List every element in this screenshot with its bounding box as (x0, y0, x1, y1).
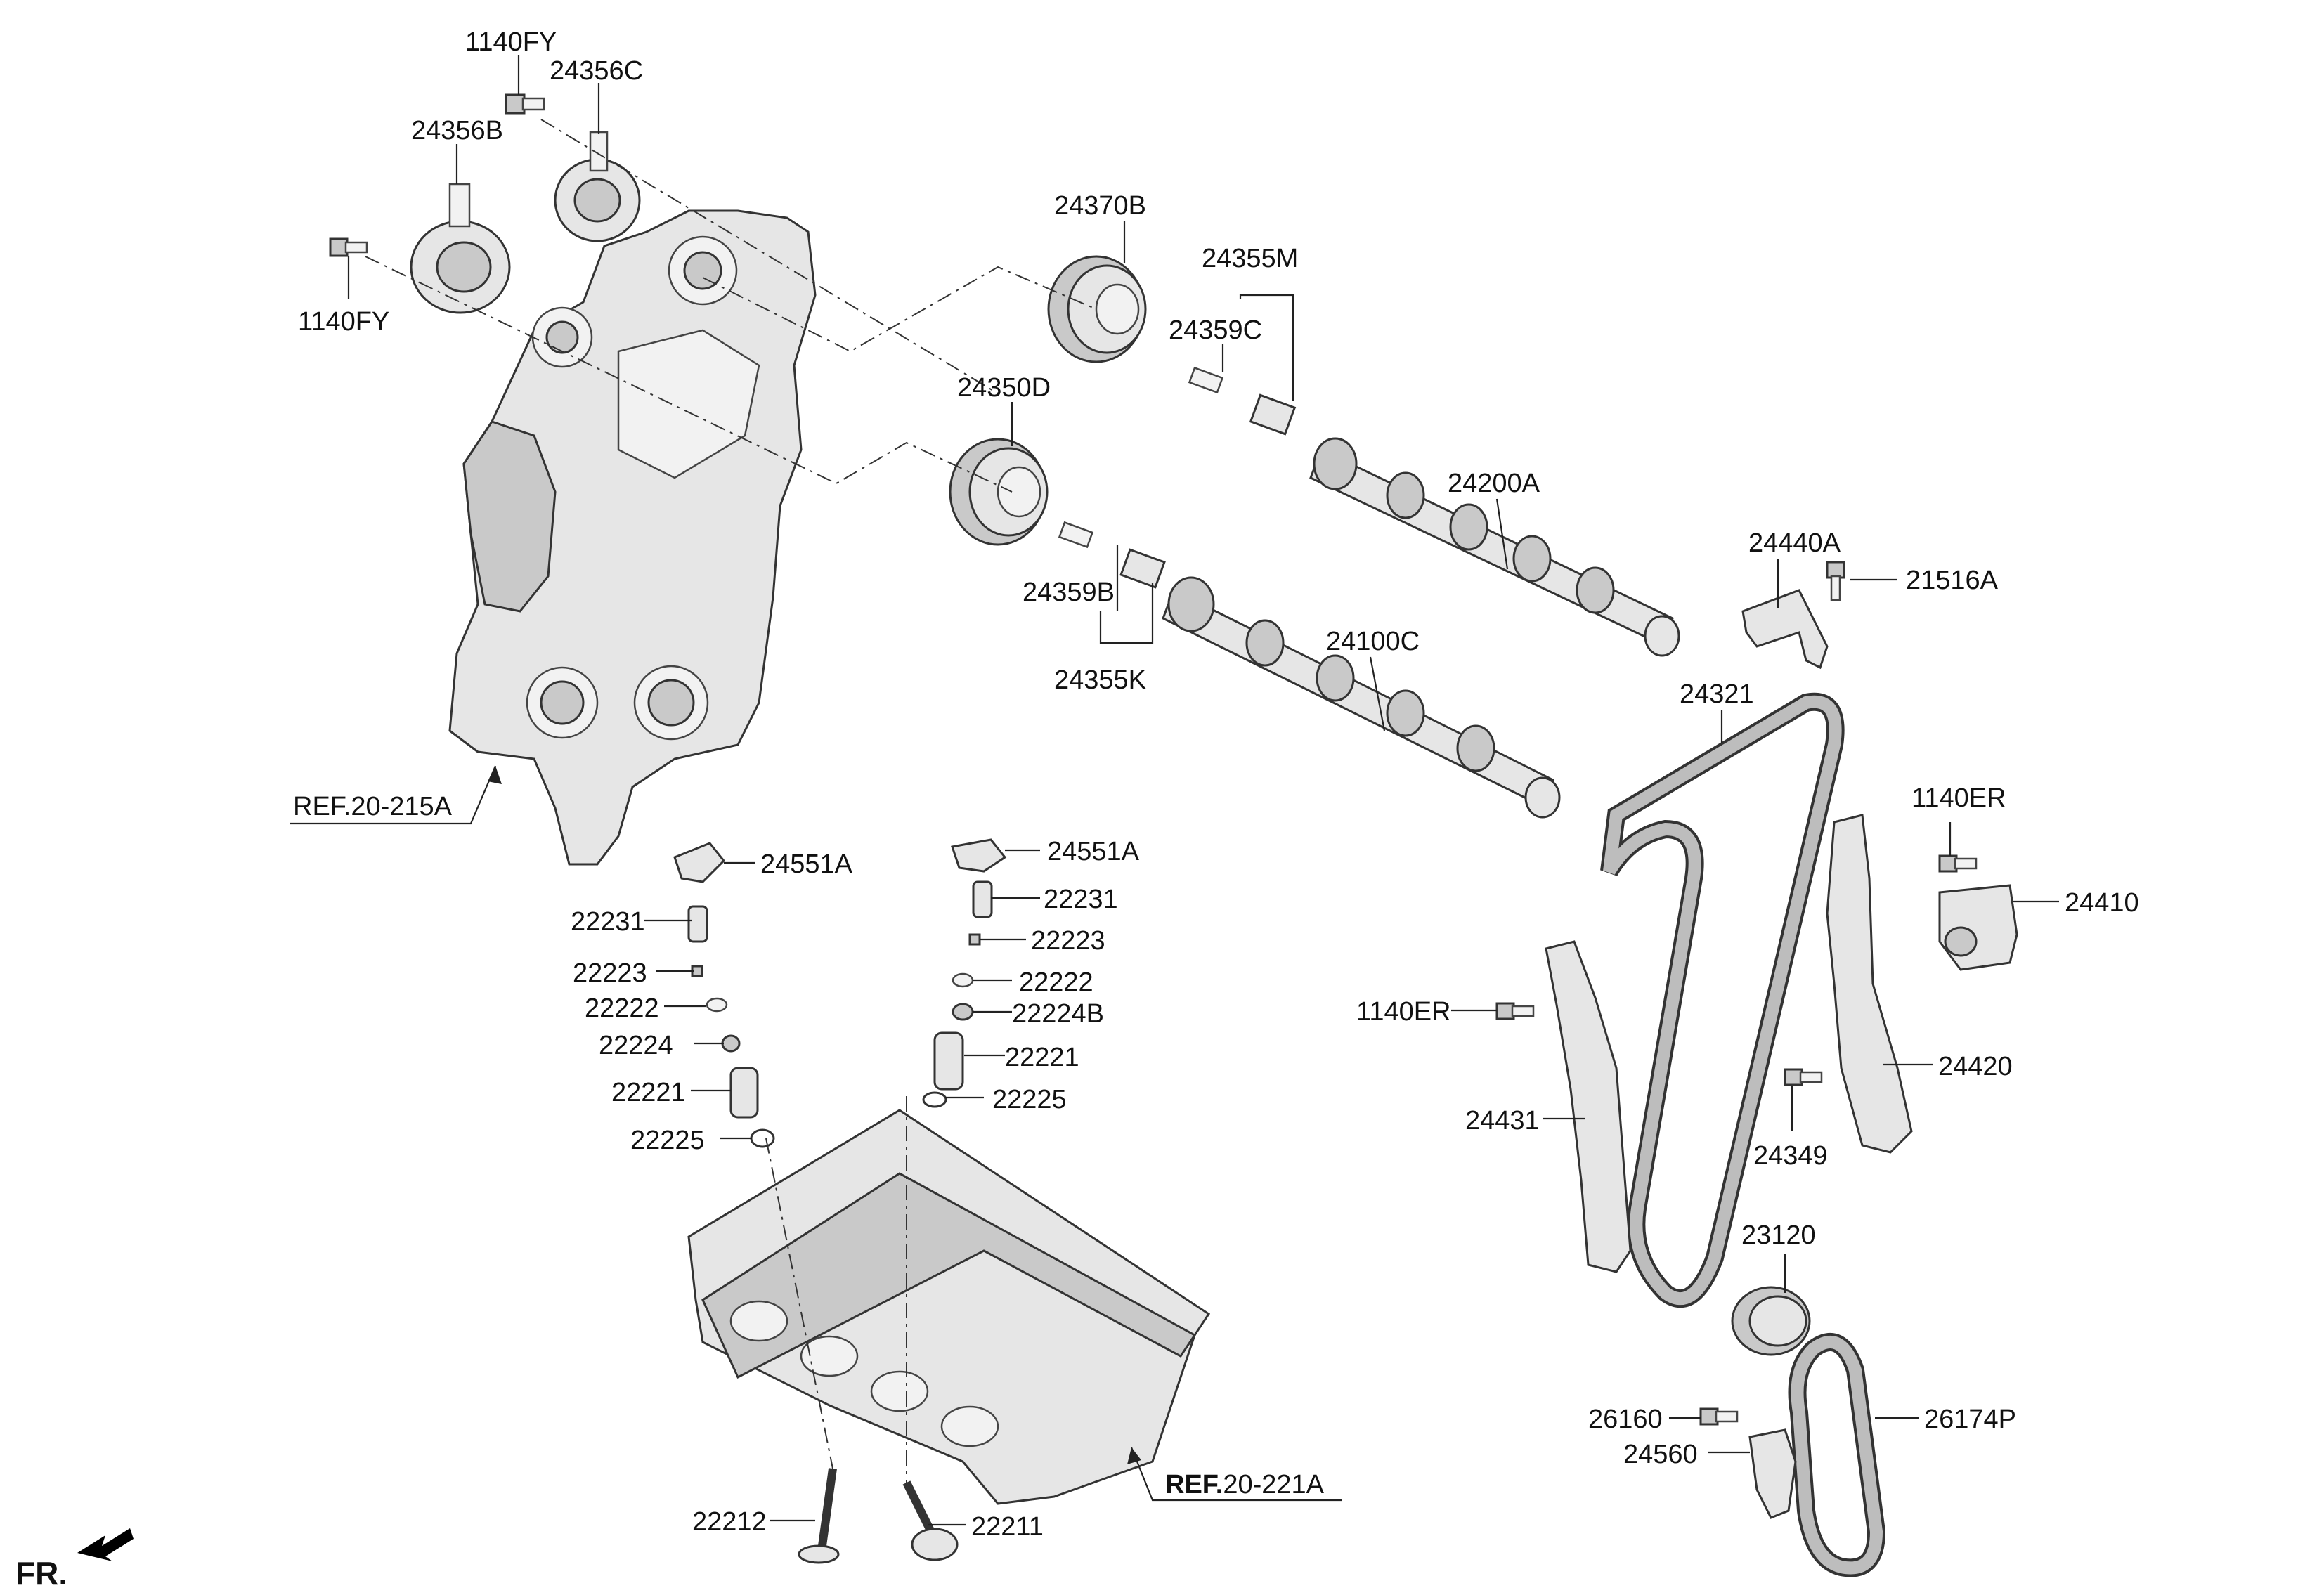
label-22221-right: 22221 (1005, 1043, 1079, 1072)
label-24321: 24321 (1680, 679, 1754, 709)
bolt-24355m (1249, 393, 1297, 436)
label-24350d: 24350D (957, 373, 1051, 403)
tensioner-24410 (1938, 884, 2018, 971)
label-24349: 24349 (1753, 1141, 1828, 1171)
label-1140fy-left: 1140FY (298, 307, 389, 337)
cylinder-head (687, 1109, 1211, 1505)
label-24356b: 24356B (411, 116, 503, 145)
lash-adjuster-22231-right (972, 880, 993, 918)
centerline-ocv-b (365, 256, 1013, 493)
label-24560: 24560 (1623, 1440, 1698, 1469)
timing-chain-24321 (1600, 692, 1845, 1308)
label-22231-right: 22231 (1044, 885, 1118, 914)
ref-front-cover-arrow-icon (488, 766, 502, 784)
exhaust-valve-22212 (798, 1468, 840, 1564)
o-ring-22225-left (750, 1128, 775, 1148)
label-24100c: 24100C (1326, 627, 1420, 656)
valve-retainer-22222-left (706, 997, 728, 1013)
timing-chain-cover (448, 209, 817, 866)
label-26174p: 26174P (1924, 1405, 2016, 1434)
bolt-1140fy-left (329, 237, 368, 257)
label-24359b: 24359B (1023, 578, 1115, 607)
label-22224b: 22224B (1012, 999, 1104, 1029)
label-22225-right: 22225 (992, 1085, 1067, 1114)
ref-head-number: 20-221A (1223, 1470, 1324, 1499)
label-22222-right: 22222 (1019, 968, 1093, 997)
exhaust-camshaft-24200a (1309, 437, 1680, 657)
ref-head-bold: REF. (1165, 1470, 1223, 1499)
label-24440a: 24440A (1748, 528, 1841, 558)
centerline-cvvt-b (702, 266, 1097, 353)
front-indicator: FR. (15, 1555, 67, 1588)
valve-seal-22224b (952, 1003, 974, 1021)
label-22231-left: 22231 (571, 907, 645, 937)
label-24355k: 24355K (1054, 665, 1146, 695)
label-24420: 24420 (1938, 1052, 2013, 1081)
oil-pump-tensioner-24560 (1748, 1428, 1797, 1519)
label-22211: 22211 (971, 1512, 1044, 1542)
label-23120: 23120 (1741, 1221, 1816, 1250)
tensioner-arm-24420 (1826, 814, 1913, 1154)
label-24370b: 24370B (1054, 191, 1146, 221)
oil-control-valve-24356c (554, 131, 641, 242)
bolt-21516a (1826, 561, 1845, 601)
centerline-ocv-c (540, 119, 999, 394)
rocker-arm-24551a-left (673, 842, 726, 883)
label-24410: 24410 (2065, 888, 2139, 918)
oil-control-valve-24356b (410, 183, 511, 314)
valve-spring-22221-right (933, 1031, 964, 1091)
valve-spring-22221-left (729, 1067, 759, 1119)
label-22223-right: 22223 (1031, 926, 1105, 956)
bolt-24359b (1058, 521, 1094, 549)
label-22225-left: 22225 (630, 1126, 705, 1155)
bolt-24359c (1188, 366, 1224, 394)
label-24200a: 24200A (1448, 469, 1540, 498)
cvvt-sprocket-24350d (949, 438, 1049, 546)
ref-head: REF.20-221A (1165, 1470, 1325, 1499)
chain-guide-24431 (1545, 940, 1632, 1273)
oil-pump-chain-26174p (1788, 1333, 1886, 1577)
crankshaft-sprocket-23120 (1731, 1286, 1811, 1356)
valve-retainer-22222-right (952, 972, 974, 988)
ref-front-cover: REF.20-215A (293, 792, 453, 821)
intake-valve-22211 (902, 1480, 959, 1561)
bolt-24355k (1119, 548, 1166, 589)
leader-lines (290, 55, 2059, 1526)
label-1140er-right: 1140ER (1911, 783, 2006, 813)
cvvt-sprocket-24370b (1047, 255, 1147, 363)
intake-camshaft-24100c (1162, 576, 1561, 819)
o-ring-22225-right (922, 1091, 947, 1108)
lash-adjuster-22231-left (687, 905, 708, 943)
centerline-valve-22212 (765, 1138, 833, 1469)
front-arrow-icon (77, 1528, 134, 1561)
bolt-26160 (1699, 1407, 1739, 1426)
label-24431: 24431 (1465, 1106, 1540, 1135)
bracket-24440a (1741, 589, 1829, 670)
label-22224: 22224 (599, 1031, 673, 1060)
label-22223-left: 22223 (573, 958, 647, 988)
valve-spring-seat-22224 (721, 1034, 741, 1053)
bolt-1140er-right (1938, 854, 1978, 873)
label-26160: 26160 (1588, 1405, 1663, 1434)
label-22222-left: 22222 (585, 994, 659, 1023)
bolt-1140er-left (1495, 1002, 1535, 1020)
label-24551a-left: 24551A (760, 850, 853, 879)
label-1140er-left: 1140ER (1356, 997, 1451, 1027)
valve-cotter-22223-right (968, 933, 981, 946)
label-22221-left: 22221 (611, 1078, 686, 1107)
label-24551a-right: 24551A (1047, 837, 1140, 866)
label-1140fy-top: 1140FY (465, 27, 557, 57)
bolt-1140fy-top (505, 93, 545, 115)
ref-head-arrow-icon (1127, 1447, 1141, 1464)
label-24355m: 24355M (1202, 244, 1298, 273)
label-24356c: 24356C (550, 56, 643, 86)
rocker-arm-24551a-right (951, 838, 1007, 873)
label-22212: 22212 (692, 1507, 767, 1537)
label-24359c: 24359C (1169, 315, 1262, 345)
label-21516a: 21516A (1906, 566, 1999, 595)
bolt-24349 (1784, 1068, 1823, 1086)
